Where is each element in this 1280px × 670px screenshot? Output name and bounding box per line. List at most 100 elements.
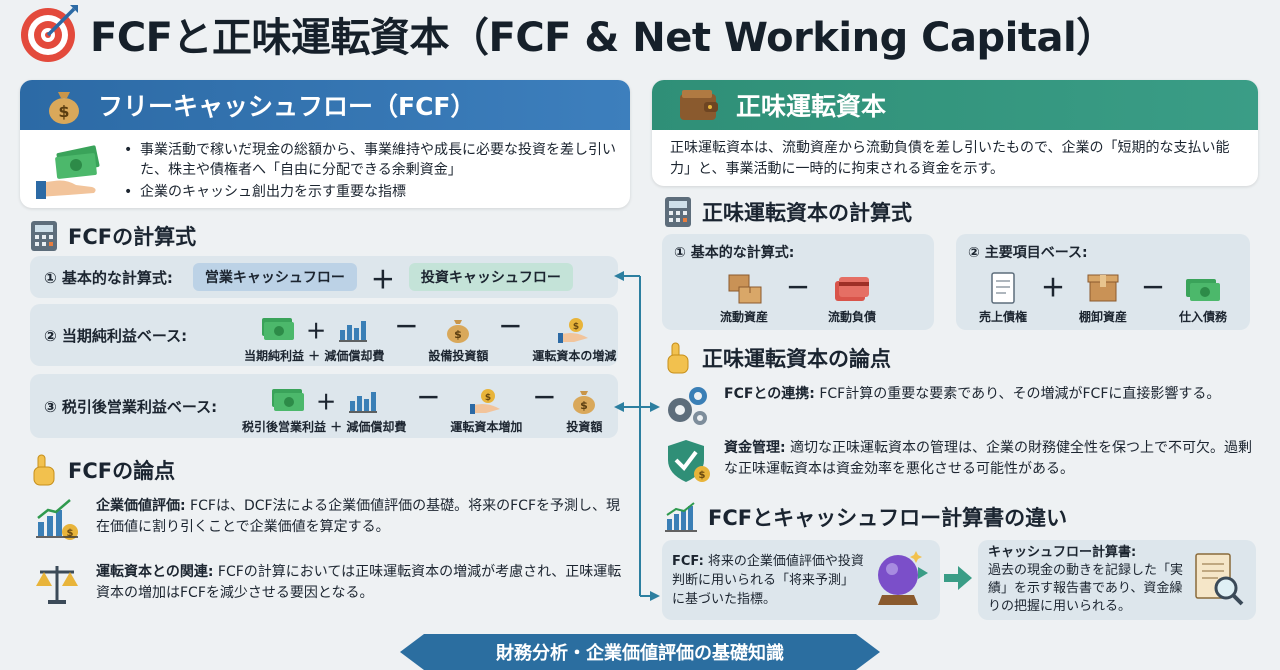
bar-chart-icon — [338, 316, 368, 342]
fcf-bullets: 事業活動で稼いだ現金の総額から、事業維持や成長に必要な投資を差し引いた、株主や債… — [122, 140, 616, 204]
calculator-icon — [30, 220, 58, 252]
fcf-formula-row-1: ① 基本的な計算式: 営業キャッシュフロー ＋ 投資キャッシュフロー — [30, 256, 618, 298]
fcf-formula1-label: ① 基本的な計算式: — [44, 268, 173, 287]
nopat-depreciation-item: ＋ 税引後営業利益 ＋ 減価償却費 — [242, 386, 406, 435]
hand-coin-icon: $ — [470, 387, 502, 415]
arrow-head — [614, 402, 624, 412]
nwc-point-text: 適切な正味運転資本の管理は、企業の財務健全性を保つ上で不可欠。過剰な正味運転資本… — [724, 440, 1253, 477]
svg-text:$: $ — [58, 102, 69, 121]
nwc-formula1-label: ① 基本的な計算式: — [674, 245, 795, 261]
gears-icon — [664, 384, 712, 428]
fcf-points-title-text: FCFの論点 — [68, 459, 176, 483]
page-title: FCFと正味運転資本（FCF & Net Working Capital） — [90, 15, 1116, 61]
fcf-point-title: 運転資本との関連: — [96, 564, 214, 580]
net-income-depreciation-label: 当期純利益 ＋ 減価償却費 — [244, 348, 385, 363]
nwc-header: 正味運転資本 — [652, 80, 1258, 130]
cfs-diff-text: 過去の現金の動きを記録した「実績」を示す報告書であり、資金繰りの把握に用いられる… — [988, 563, 1184, 614]
fcf-formula-title: FCFの計算式 — [30, 218, 196, 254]
inventory-item: 棚卸資産 — [1079, 271, 1127, 325]
investment-label: 投資額 — [566, 419, 603, 434]
fcf-formula2-label: ② 当期純利益ベース: — [44, 326, 188, 345]
operating-cf-pill: 営業キャッシュフロー — [192, 263, 357, 291]
nwc-formula-title: 正味運転資本の計算式 — [664, 194, 912, 230]
fcf-points-title: FCFの論点 — [30, 452, 175, 488]
fcf-formula-row-2: ② 当期純利益ベース: ＋ 当期純利益 ＋ 減価償却費 － $ 設備投資額 － … — [30, 304, 618, 366]
wallet-icon — [678, 88, 720, 122]
cash-icon — [1184, 275, 1222, 305]
nwc-header-title: 正味運転資本 — [736, 92, 887, 121]
fcf-point-valuation: $ 企業価値評価: FCFは、DCF法による企業価値評価の基礎。将来のFCFを予… — [34, 496, 624, 542]
minus-operator: － — [416, 383, 441, 412]
pointing-hand-icon — [30, 453, 58, 487]
fcf-point-working-capital: 運転資本との関連: FCFの計算においては正味運転資本の増減が考慮され、正味運転… — [34, 562, 624, 606]
fcf-header-title: フリーキャッシュフロー（FCF） — [98, 92, 476, 121]
nopat-depreciation-label: 税引後営業利益 ＋ 減価償却費 — [242, 419, 407, 434]
fcf-point-text: FCFは、DCF法による企業価値評価の基礎。将来のFCFを予測し、現在価値に割り… — [96, 498, 621, 535]
nwc-points-title-text: 正味運転資本の論点 — [702, 347, 891, 371]
title-row: FCFと正味運転資本（FCF & Net Working Capital） — [18, 0, 1116, 68]
fcf-bullet: 企業のキャッシュ創出力を示す重要な指標 — [122, 182, 616, 202]
fcf-formula-title-text: FCFの計算式 — [68, 225, 197, 249]
investment-item: $ 投資額 — [566, 387, 602, 435]
bar-chart-icon — [348, 387, 378, 413]
fcf-bullet: 事業活動で稼いだ現金の総額から、事業維持や成長に必要な投資を差し引いた、株主や債… — [122, 140, 616, 180]
scale-icon — [34, 562, 80, 606]
hand-money-icon — [36, 142, 108, 204]
fcf-formula3-label: ③ 税引後営業利益ベース: — [44, 397, 218, 416]
fcf-future-box: FCF: 将来の企業価値評価や投資判断に用いられる「将来予測」に基づいた指標。 — [662, 540, 940, 620]
calculator-icon — [664, 196, 692, 228]
capex-item: $ 設備投資額 — [428, 316, 488, 364]
nwc-point-text: FCF計算の重要な要素であり、その増減がFCFに直接影響する。 — [814, 386, 1221, 402]
nwc-points-title: 正味運転資本の論点 — [664, 340, 891, 376]
difference-title: FCFとキャッシュフロー計算書の違い — [664, 498, 1067, 536]
card-icon — [833, 273, 871, 305]
nwc-point-cash-management: $ 資金管理: 適切な正味運転資本の管理は、企業の財務健全性を保つ上で不可欠。過… — [664, 438, 1256, 484]
nwc-formula2-label: ② 主要項目ベース: — [968, 245, 1088, 261]
receivables-item: 売上債権 — [979, 271, 1027, 325]
boxes-icon — [725, 271, 763, 305]
target-icon — [18, 3, 80, 65]
fcf-header: $ フリーキャッシュフロー（FCF） — [20, 80, 630, 130]
payables-item: 仕入債務 — [1179, 275, 1227, 325]
receivables-label: 売上債権 — [978, 310, 1027, 324]
connector-lines — [614, 271, 660, 601]
minus-operator: － — [498, 312, 523, 341]
plus-operator: ＋ — [370, 265, 395, 294]
fcf-point-title: 企業価値評価: — [96, 498, 186, 514]
hand-coin-icon: $ — [558, 316, 590, 344]
crystal-ball-icon — [870, 549, 930, 611]
current-liabilities-label: 流動負債 — [828, 310, 877, 324]
money-bag-icon: $ — [570, 387, 598, 415]
nwc-description: 正味運転資本は、流動資産から流動負債を差し引いたもので、企業の「短期的な支払い能… — [670, 140, 1230, 177]
current-assets-label: 流動資産 — [719, 310, 768, 324]
nwc-formula-box-1: ① 基本的な計算式: 流動資産 － 流動負債 — [662, 234, 934, 330]
nwc-point-title: 資金管理: — [724, 440, 786, 456]
svg-text:$: $ — [699, 470, 706, 481]
plus-operator: ＋ — [316, 389, 337, 414]
growth-chart-icon: $ — [34, 496, 80, 542]
nwc-point-title: FCFとの連携: — [724, 386, 815, 402]
svg-text:$: $ — [485, 393, 491, 403]
fcf-diff-text: 将来の企業価値評価や投資判断に用いられる「将来予測」に基づいた指標。 — [672, 553, 864, 607]
net-income-depreciation-item: ＋ 当期純利益 ＋ 減価償却費 — [244, 315, 384, 364]
nwc-formula-title-text: 正味運転資本の計算式 — [702, 201, 912, 225]
minus-operator: － — [1141, 274, 1165, 302]
cash-icon — [260, 316, 295, 342]
minus-operator: － — [532, 383, 557, 412]
footer-banner: 財務分析・企業価値評価の基礎知識 — [400, 634, 880, 670]
investing-cf-pill: 投資キャッシュフロー — [408, 263, 573, 291]
svg-text:$: $ — [67, 528, 74, 539]
fcf-diff-title: FCF: — [672, 553, 704, 569]
minus-operator: － — [394, 312, 419, 341]
invoice-icon — [988, 271, 1018, 305]
nwc-point-fcf-link: FCFとの連携: FCF計算の重要な要素であり、その増減がFCFに直接影響する。 — [664, 384, 1256, 428]
working-capital-change-label: 運転資本の増減 — [532, 348, 617, 363]
arrow-head — [650, 402, 660, 412]
growth-chart-icon — [664, 501, 698, 533]
minus-operator: － — [786, 274, 810, 302]
plus-operator: ＋ — [306, 318, 327, 343]
right-arrow-icon — [944, 566, 974, 590]
money-bag-icon: $ — [444, 316, 472, 344]
current-assets-item: 流動資産 — [720, 271, 768, 325]
box-icon — [1086, 271, 1120, 305]
